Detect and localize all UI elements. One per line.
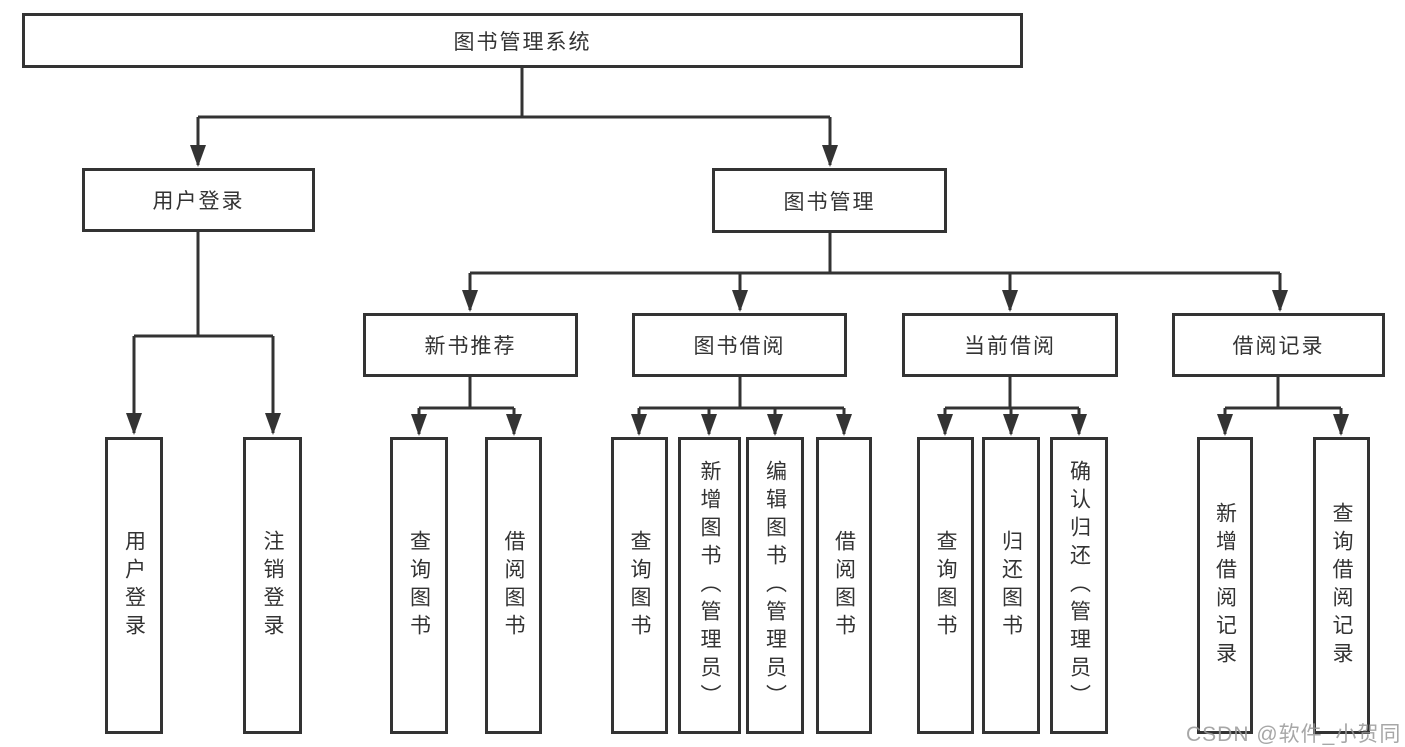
leaf-bb-add-books-admin: 新增图书（管理员） — [678, 437, 741, 734]
node-root-system-label: 图书管理系统 — [453, 30, 592, 54]
leaf-br-query-record: 查询借阅记录 — [1313, 437, 1370, 734]
node-current-borrow: 当前借阅 — [902, 313, 1118, 377]
leaf-bb-query-books: 查询图书 — [611, 437, 668, 734]
leaf-bb-borrow-books-label: 借阅图书 — [832, 529, 856, 642]
leaf-br-add-record: 新增借阅记录 — [1197, 437, 1253, 734]
leaf-cb-confirm-return-admin-label: 确认归还（管理员） — [1067, 459, 1091, 712]
leaf-nb-borrow-books: 借阅图书 — [485, 437, 542, 734]
leaf-cb-confirm-return-admin: 确认归还（管理员） — [1050, 437, 1108, 734]
node-borrow-records-label: 借阅记录 — [1232, 335, 1325, 358]
leaf-bb-query-books-label: 查询图书 — [628, 529, 651, 642]
leaf-cb-return-books: 归还图书 — [982, 437, 1040, 734]
leaf-br-query-record-label: 查询借阅记录 — [1330, 501, 1353, 670]
leaf-logout-label: 注销登录 — [261, 529, 284, 642]
leaf-cb-return-books-label: 归还图书 — [999, 529, 1023, 642]
leaf-nb-query-books-label: 查询图书 — [407, 529, 431, 642]
node-root-system: 图书管理系统 — [22, 13, 1023, 68]
leaf-user-login-label: 用户登录 — [122, 529, 146, 642]
node-new-book-recommend: 新书推荐 — [363, 313, 578, 377]
leaf-bb-add-books-admin-label: 新增图书（管理员） — [698, 459, 721, 712]
node-current-borrow-label: 当前借阅 — [964, 335, 1056, 358]
node-book-borrow: 图书借阅 — [632, 313, 847, 377]
node-book-borrow-label: 图书借阅 — [693, 335, 786, 358]
node-user-login: 用户登录 — [82, 168, 315, 232]
leaf-logout: 注销登录 — [243, 437, 302, 734]
leaf-bb-edit-books-admin: 编辑图书（管理员） — [746, 437, 804, 734]
node-book-management: 图书管理 — [712, 168, 947, 233]
leaf-cb-query-books: 查询图书 — [917, 437, 974, 734]
leaf-nb-borrow-books-label: 借阅图书 — [502, 529, 525, 642]
node-user-login-label: 用户登录 — [152, 190, 245, 213]
leaf-user-login: 用户登录 — [105, 437, 163, 734]
leaf-nb-query-books: 查询图书 — [390, 437, 448, 734]
node-borrow-records: 借阅记录 — [1172, 313, 1385, 377]
leaf-bb-borrow-books: 借阅图书 — [816, 437, 872, 734]
node-book-management-label: 图书管理 — [783, 190, 876, 214]
leaf-bb-edit-books-admin-label: 编辑图书（管理员） — [763, 459, 787, 712]
node-new-book-recommend-label: 新书推荐 — [424, 335, 517, 358]
leaf-cb-query-books-label: 查询图书 — [934, 529, 957, 642]
csdn-watermark: CSDN @软件_小贺同学 — [1186, 723, 1402, 746]
leaf-br-add-record-label: 新增借阅记录 — [1213, 501, 1237, 670]
